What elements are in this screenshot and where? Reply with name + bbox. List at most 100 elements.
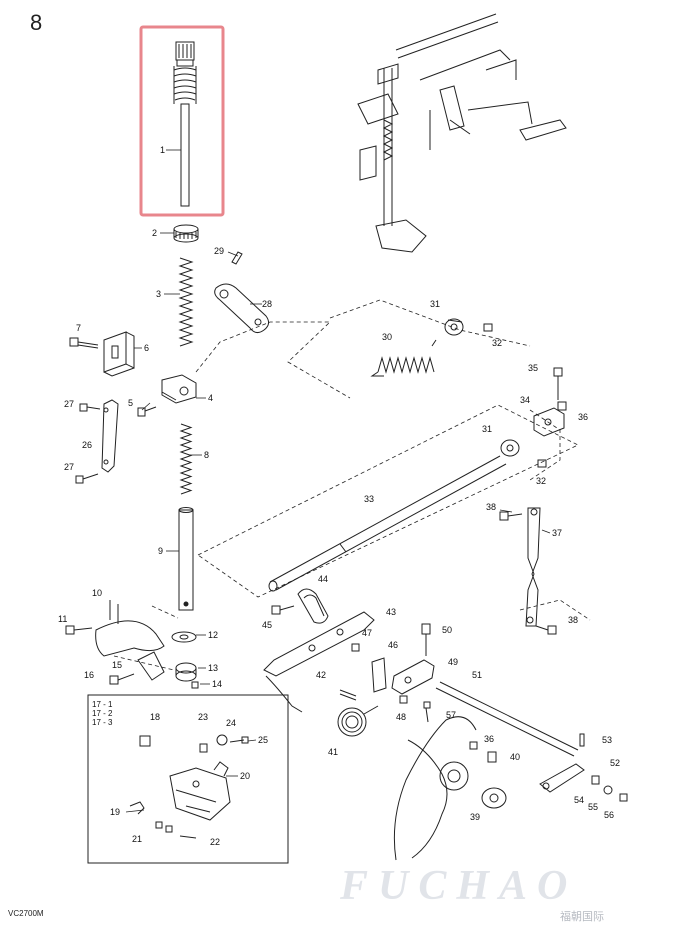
part-57-screw <box>423 701 431 723</box>
part-44-clip <box>297 588 329 624</box>
part-21-screw <box>155 821 173 833</box>
part-19-spring <box>129 801 145 815</box>
part-16-screw <box>109 673 135 685</box>
label-part-47: 47 <box>362 628 372 638</box>
model-code: VC2700M <box>8 909 44 918</box>
assembled-mechanism <box>357 13 567 253</box>
label-part-10: 10 <box>92 588 102 598</box>
label-part-30: 30 <box>382 332 392 342</box>
part-55-nut <box>603 785 613 795</box>
label-part-39: 39 <box>470 812 480 822</box>
part-43-lever <box>263 611 375 713</box>
label-part-1: 1 <box>160 145 165 155</box>
label-part-7: 7 <box>76 323 81 333</box>
label-part-29: 29 <box>214 246 224 256</box>
part-38-screw-a <box>499 511 523 521</box>
label-part-5: 5 <box>128 398 133 408</box>
part-5-screw <box>137 406 157 417</box>
label-part-36a: 36 <box>578 412 588 422</box>
label-part-25: 25 <box>258 735 268 745</box>
part-56-screw <box>619 793 628 802</box>
label-part-6: 6 <box>144 343 149 353</box>
part-53-pin <box>579 733 585 747</box>
part-41-spring <box>337 705 379 737</box>
part-8-spring <box>179 423 193 495</box>
label-part-20: 20 <box>240 771 250 781</box>
label-part-26: 26 <box>82 440 92 450</box>
label-part-28: 28 <box>262 299 272 309</box>
label-part-18: 18 <box>150 712 160 722</box>
part-36-nut-a <box>557 401 567 411</box>
label-part-51: 51 <box>472 670 482 680</box>
label-part-15: 15 <box>112 660 122 670</box>
label-part-34: 34 <box>520 395 530 405</box>
label-part-3: 3 <box>156 289 161 299</box>
part-4-bracket <box>161 374 197 404</box>
label-part-50: 50 <box>442 625 452 635</box>
part-30-spring <box>370 339 437 377</box>
label-part-57: 57 <box>446 710 456 720</box>
label-part-11: 11 <box>58 614 67 624</box>
part-1-presser-bar <box>173 41 197 207</box>
part-23-screw <box>199 743 208 753</box>
label-part-32a: 32 <box>492 338 502 348</box>
label-part-43: 43 <box>386 607 396 617</box>
part-42-pin <box>339 689 357 701</box>
part-33-main-shaft <box>268 455 507 592</box>
part-32-screw-b <box>537 459 547 468</box>
label-part-56: 56 <box>604 810 614 820</box>
part-28-arm <box>214 283 270 334</box>
part-31-collar-b <box>500 439 520 457</box>
part-20-spring <box>213 761 229 777</box>
part-6-block <box>103 331 135 377</box>
part-13-collar <box>175 662 197 682</box>
sub-assembly-box <box>87 694 289 864</box>
label-part-27b: 27 <box>64 462 74 472</box>
part-34-block <box>533 407 565 437</box>
label-part-54: 54 <box>574 795 584 805</box>
part-35-screw <box>553 367 563 400</box>
highlight-box <box>139 25 225 217</box>
label-part-4: 4 <box>208 393 213 403</box>
part-10-holder <box>95 600 165 657</box>
label-part-32b: 32 <box>536 476 546 486</box>
sub-assembly-label-2: 17 - 2 <box>92 709 113 718</box>
label-part-42: 42 <box>316 670 326 680</box>
label-part-55: 55 <box>588 802 598 812</box>
label-part-53: 53 <box>602 735 612 745</box>
label-part-44: 44 <box>318 574 328 584</box>
label-part-9: 9 <box>158 546 163 556</box>
label-part-14: 14 <box>212 679 222 689</box>
label-part-45: 45 <box>262 620 272 630</box>
label-part-19: 19 <box>110 807 120 817</box>
label-part-36b: 36 <box>484 734 494 744</box>
part-38-screw-b <box>535 625 557 635</box>
label-part-46: 46 <box>388 640 398 650</box>
part-36-nut-b <box>469 741 478 750</box>
part-25-screw <box>229 736 249 744</box>
label-part-23: 23 <box>198 712 208 722</box>
sub-assembly-label: 17 - 1 17 - 2 17 - 3 <box>92 700 112 727</box>
label-part-35: 35 <box>528 363 538 373</box>
part-52-arm <box>539 763 585 793</box>
label-part-8: 8 <box>204 450 209 460</box>
part-17-presser-foot <box>169 767 231 821</box>
part-22-pin <box>179 835 197 839</box>
machine-body <box>393 716 477 861</box>
label-part-24: 24 <box>226 718 236 728</box>
label-part-31a: 31 <box>430 299 440 309</box>
part-12-gear <box>171 631 197 643</box>
part-15-bracket <box>137 651 165 681</box>
label-part-48: 48 <box>396 712 406 722</box>
part-9-shaft <box>178 507 194 611</box>
part-31-collar-a <box>444 318 464 336</box>
part-46-plate <box>371 657 387 693</box>
label-part-21: 21 <box>132 834 142 844</box>
dashed-leaders <box>113 299 591 671</box>
part-51-rod <box>435 681 579 757</box>
label-part-37: 37 <box>552 528 562 538</box>
label-part-16: 16 <box>84 670 94 680</box>
part-14-screw <box>191 681 199 689</box>
part-47-screw <box>351 643 360 652</box>
